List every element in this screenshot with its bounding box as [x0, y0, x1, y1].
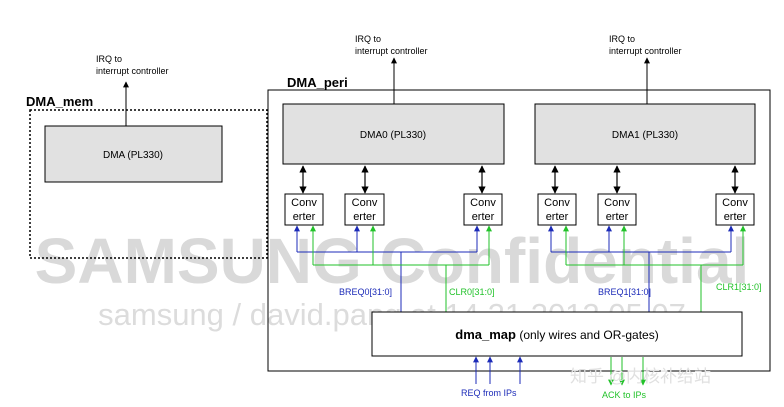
breq1-bus [548, 225, 734, 312]
breq1-label: BREQ1[31:0] [598, 287, 651, 297]
dma-mem-block [44, 125, 223, 183]
dma1-irq-label-1: IRQ to [609, 34, 635, 44]
converter-dma1-1: Conv erter [537, 193, 577, 226]
zhihu-watermark: 知乎 @内核补给站 [570, 367, 711, 386]
converter-label-1: Conv [352, 197, 378, 209]
dma-mem-irq-label-2: interrupt controller [96, 66, 169, 76]
req-from-ips [473, 356, 523, 384]
clr1-bus [563, 225, 746, 312]
clr0-bus [310, 225, 492, 312]
dma0-irq-label-1: IRQ to [355, 34, 381, 44]
converter-dma0-2: Conv erter [344, 193, 385, 226]
dma-map-note: (only wires and OR-gates) [516, 328, 659, 342]
dma0-irq-label-2: interrupt controller [355, 46, 428, 56]
dma-map-label: dma_map (only wires and OR-gates) [455, 327, 658, 342]
dma0-block-label: DMA0 (PL330) [360, 130, 426, 141]
clr1-label: CLR1[31:0] [716, 282, 762, 292]
clr0-label: CLR0[31:0] [449, 287, 495, 297]
dma-peri-container [267, 89, 771, 372]
ack-to-ips [608, 357, 646, 386]
converter-label-2: erter [293, 211, 316, 223]
dma-mem-container [29, 109, 268, 259]
breq0-label: BREQ0[31:0] [339, 287, 392, 297]
converter-dma1-2: Conv erter [597, 193, 637, 226]
converter-dma0-1: Conv erter [284, 193, 324, 226]
dma-mem-block-label: DMA (PL330) [103, 150, 163, 161]
converter-label-1: Conv [291, 197, 317, 209]
watermark-confidential: SAMSUNG Confidential [35, 225, 750, 297]
dma-mem-irq-label-1: IRQ to [96, 54, 122, 64]
converter-label-2: erter [606, 211, 629, 223]
dma1-irq-label-2: interrupt controller [609, 46, 682, 56]
dma-map-title: dma_map [455, 327, 516, 342]
dma1-block [534, 103, 756, 165]
converter-label-2: erter [724, 211, 747, 223]
converter-label-2: erter [353, 211, 376, 223]
converter-label-1: Conv [604, 197, 630, 209]
dma-map-block [371, 311, 743, 357]
converter-label-1: Conv [722, 197, 748, 209]
converter-label-1: Conv [470, 197, 496, 209]
breq0-bus [294, 225, 480, 312]
converter-dma1-3: Conv erter [715, 193, 755, 226]
dma1-block-label: DMA1 (PL330) [612, 130, 678, 141]
req-label: REQ from IPs [461, 388, 517, 398]
converter-dma0-3: Conv erter [463, 193, 503, 226]
converter-label-2: erter [546, 211, 569, 223]
dma-mem-title: DMA_mem [26, 94, 93, 109]
dma-peri-title: DMA_peri [287, 75, 348, 90]
converter-label-1: Conv [544, 197, 570, 209]
converter-label-2: erter [472, 211, 495, 223]
ack-label: ACK to IPs [602, 390, 647, 400]
dma0-block [282, 103, 505, 165]
